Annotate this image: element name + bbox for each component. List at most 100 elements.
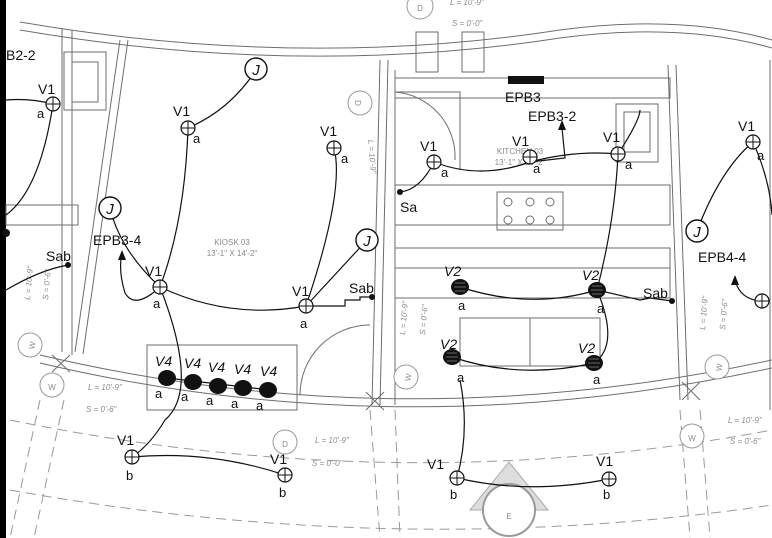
dim-l-top: L = 10'-9" <box>450 0 485 7</box>
svg-text:D: D <box>417 4 423 13</box>
svg-text:V4: V4 <box>155 353 172 369</box>
svg-text:W: W <box>27 340 37 349</box>
svg-text:b: b <box>126 468 133 483</box>
svg-text:V1: V1 <box>173 103 190 119</box>
svg-text:V4: V4 <box>184 355 201 371</box>
fixture-v2-a: V2 a <box>444 263 469 313</box>
grid-bubble-d-bottom: D <box>272 429 298 455</box>
svg-text:W: W <box>714 362 724 371</box>
svg-text:a: a <box>625 157 633 172</box>
svg-text:a: a <box>256 398 264 413</box>
svg-text:b: b <box>450 487 457 502</box>
kitchen-name: KITCHEN 03 <box>497 147 544 156</box>
svg-text:V2: V2 <box>444 263 461 279</box>
svg-text:J: J <box>362 233 371 250</box>
outlet-v1-bottom-center: V1 b <box>427 456 465 502</box>
walls <box>5 21 772 538</box>
svg-text:D: D <box>353 100 362 106</box>
dim-l-v-center: L = 10'-9" <box>398 300 410 336</box>
sink-right <box>615 103 659 163</box>
junction-box-mid: J <box>355 228 379 252</box>
svg-text:V1: V1 <box>117 432 134 448</box>
svg-text:V1: V1 <box>292 283 309 299</box>
dim-s-v-right: S = 0'-6" <box>718 298 730 330</box>
outlet-v1-bottom-kiosk: V1 b <box>270 451 293 500</box>
switch-sa: Sa <box>397 189 417 215</box>
fixture-v4-4: V4 a <box>231 361 252 411</box>
svg-text:V2: V2 <box>440 336 457 352</box>
fixture-v4-row: V4 a V4 a V4 a V4 a V4 a <box>155 353 277 413</box>
svg-text:J: J <box>105 201 114 218</box>
outlet-v1-kiosk-bottom: V1 a <box>292 283 314 331</box>
svg-text:a: a <box>597 301 605 316</box>
v4-fixture-box <box>146 344 298 411</box>
svg-text:W: W <box>403 372 413 381</box>
panel-epb3-4: EPB3-4 <box>93 232 141 248</box>
svg-text:b: b <box>279 485 286 500</box>
svg-text:E: E <box>506 512 511 521</box>
svg-text:a: a <box>37 106 45 121</box>
room-labels: KIOSK 03 13'-1" X 14'-2" KITCHEN 03 13'-… <box>207 147 546 258</box>
wiring <box>5 69 772 488</box>
junction-box-top: J <box>244 57 268 81</box>
grid-bubble-w-bottomleft: W <box>39 372 65 398</box>
svg-text:a: a <box>155 386 163 401</box>
fixture-v2-d: V2 a <box>578 340 603 387</box>
grid-bubble-w-bottomright: W <box>679 423 705 449</box>
svg-text:Sab: Sab <box>643 285 668 301</box>
outlet-v1-topleft: V1 a <box>37 81 61 121</box>
svg-text:a: a <box>231 396 239 411</box>
outlet-v1-bottom-right: V1 b <box>596 453 617 502</box>
panel-epb3: EPB3 <box>505 76 544 105</box>
outlet-v1-right: V1 a <box>738 118 765 163</box>
svg-text:J: J <box>692 224 701 241</box>
kiosk-name: KIOSK 03 <box>214 238 250 247</box>
svg-text:W: W <box>48 383 56 392</box>
svg-text:V1: V1 <box>427 456 444 472</box>
svg-text:V1: V1 <box>512 133 529 149</box>
outlet-v1-right-edge <box>754 293 770 309</box>
dim-l-v-left: L = 10'-9" <box>23 265 35 301</box>
svg-text:a: a <box>193 131 201 146</box>
svg-text:V1: V1 <box>38 81 55 97</box>
dim-s-left: S = 0'-6" <box>86 405 118 414</box>
svg-text:a: a <box>181 389 189 404</box>
switch-sab-kiosk: Sab <box>349 280 375 300</box>
dim-l-right: L = 10'-9" <box>728 416 763 425</box>
switch-sab-left: Sab <box>46 248 71 268</box>
dim-s-v-left: S = 0'-6" <box>41 268 53 300</box>
outlet-v1-bottom-left: V1 b <box>117 432 140 483</box>
outlet-v1-kiosk-center: V1 a <box>145 263 168 311</box>
dim-s-bottom: S = 0'-0" <box>312 459 344 468</box>
dimension-notes: L = 10'-9" S = 0'-0" L = 10'-9" S = 0'-6… <box>23 0 763 468</box>
svg-text:V1: V1 <box>738 118 755 134</box>
fixture-v4-1: V4 a <box>155 353 176 401</box>
panel-b2-2: B2-2 <box>6 47 36 63</box>
svg-text:Sab: Sab <box>46 248 71 264</box>
svg-text:D: D <box>282 440 288 449</box>
panel-epb4-4: EPB4-4 <box>698 249 746 265</box>
svg-text:EPB3: EPB3 <box>505 89 541 105</box>
outlet-v1-kitchen-center: V1 a <box>512 133 541 176</box>
switch-sab-kitchen: Sab <box>643 285 675 304</box>
fixture-v2-b: V2 a <box>582 267 606 316</box>
svg-text:a: a <box>757 148 765 163</box>
svg-text:a: a <box>300 316 308 331</box>
svg-text:V1: V1 <box>320 123 337 139</box>
svg-text:V1: V1 <box>596 453 613 469</box>
svg-text:V2: V2 <box>578 340 595 356</box>
grid-bubble-e: E <box>468 461 550 537</box>
junction-box-left: J <box>98 196 122 220</box>
sink-left <box>63 51 107 111</box>
left-border <box>0 0 6 538</box>
junction-box-right: J <box>685 219 709 243</box>
arrows <box>118 120 739 285</box>
dim-s-top: S = 0'-0" <box>452 19 484 28</box>
dim-l-bottom: L = 10'-9" <box>315 436 350 445</box>
svg-text:V1: V1 <box>603 129 620 145</box>
fixture-v4-5: V4 a <box>256 363 277 413</box>
grid-bubble-w-center: W <box>393 364 419 390</box>
svg-text:V4: V4 <box>260 363 277 379</box>
svg-text:a: a <box>341 151 349 166</box>
svg-text:a: a <box>441 165 449 180</box>
